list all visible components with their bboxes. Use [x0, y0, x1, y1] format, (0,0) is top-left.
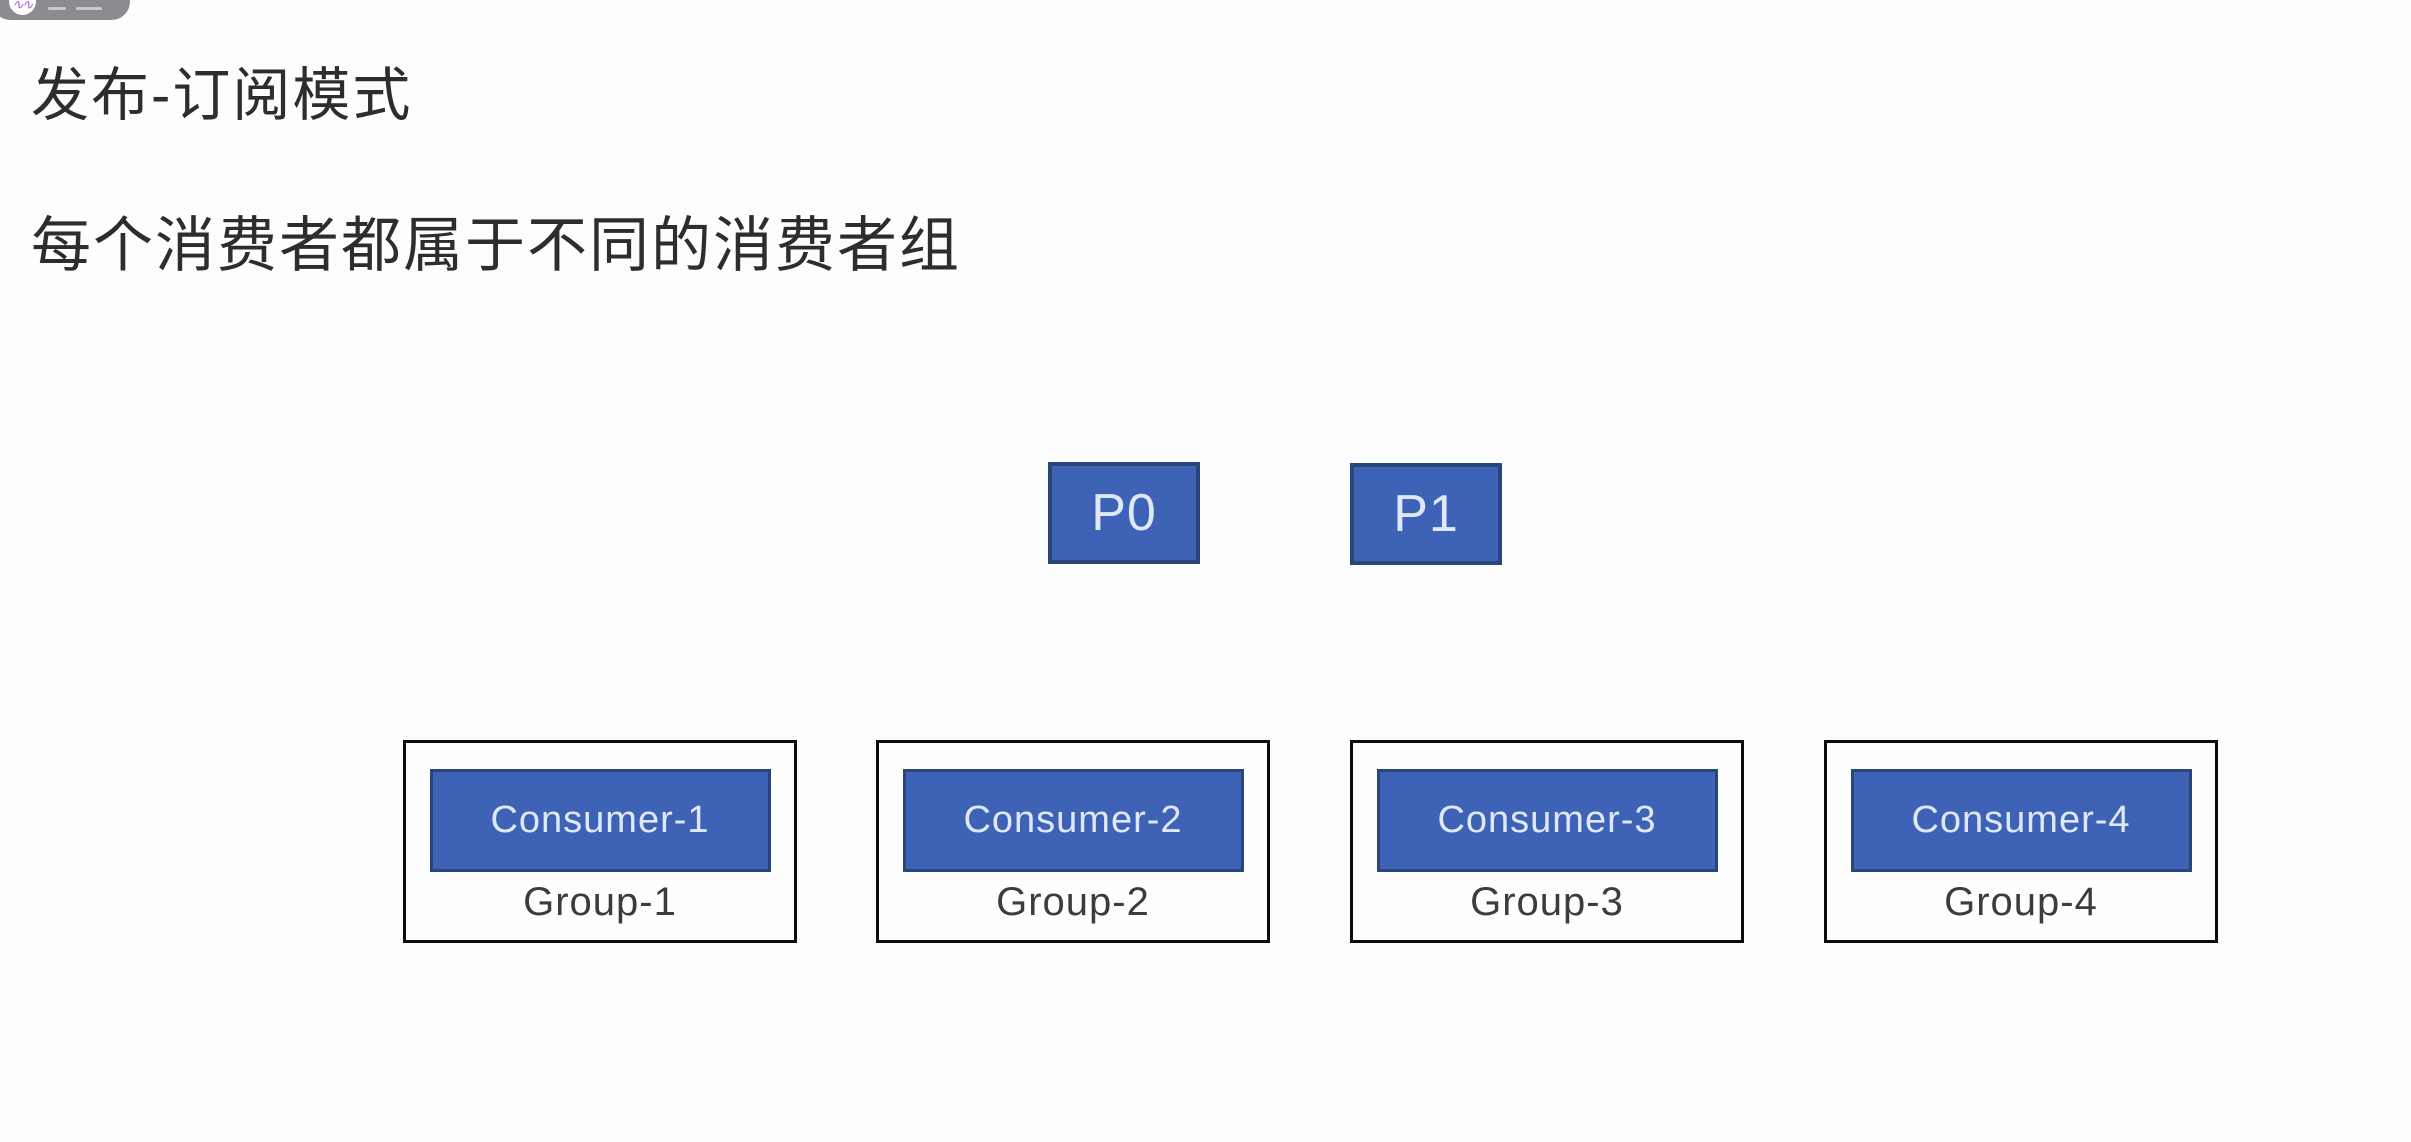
logo-circle-icon: ∿∿ [9, 0, 36, 15]
consumer-label: Consumer-4 [1911, 799, 2131, 841]
group-label-3: Group-3 [1470, 879, 1624, 924]
logo-squiggle-icon: ∿∿ [12, 0, 34, 12]
consumer-group-box-3: Consumer-3 Group-3 [1350, 740, 1744, 943]
watermark-glyph-icon [76, 7, 102, 10]
group-label-1: Group-1 [523, 879, 677, 924]
page-subtitle: 每个消费者都属于不同的消费者组 [31, 212, 961, 279]
partition-label: P0 [1091, 484, 1157, 542]
consumer-box-2: Consumer-2 [902, 769, 1244, 872]
consumer-box-3: Consumer-3 [1376, 769, 1718, 872]
group-label-2: Group-2 [996, 879, 1150, 924]
page-title: 发布-订阅模式 [31, 63, 413, 128]
consumer-label: Consumer-3 [1437, 799, 1657, 841]
consumer-group-box-2: Consumer-2 Group-2 [876, 740, 1270, 943]
consumer-group-box-1: Consumer-1 Group-1 [403, 740, 797, 943]
watermark-glyph-icon [48, 7, 66, 10]
group-label-4: Group-4 [1944, 879, 2098, 924]
consumer-group-box-4: Consumer-4 Group-4 [1824, 740, 2218, 943]
consumer-box-1: Consumer-1 [429, 769, 771, 872]
partition-label: P1 [1393, 485, 1459, 543]
consumer-label: Consumer-1 [490, 799, 710, 841]
partition-box-p0: P0 [1048, 462, 1200, 564]
partition-box-p1: P1 [1350, 463, 1502, 565]
watermark-badge: ∿∿ [0, 0, 130, 20]
consumer-label: Consumer-2 [963, 799, 1183, 841]
consumer-box-4: Consumer-4 [1850, 769, 2192, 872]
